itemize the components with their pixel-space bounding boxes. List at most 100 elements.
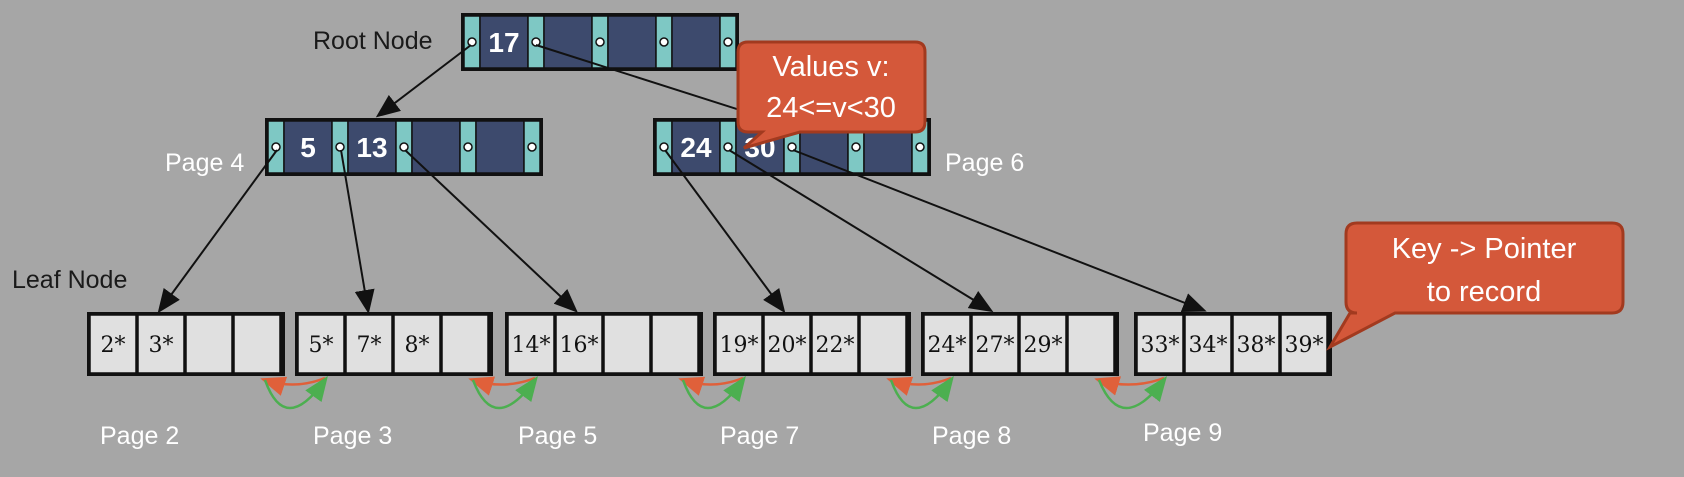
pointer-callout-line2: to record [1427, 276, 1541, 308]
page4-label: Page 4 [165, 149, 244, 177]
pointer-dot [335, 142, 345, 152]
leaf-cell [441, 314, 489, 374]
leaf-cell [603, 314, 651, 374]
values-callout: Values v: 24<=v<30 [736, 40, 927, 150]
leaf-cell [763, 314, 811, 374]
key-text: 17 [488, 27, 519, 58]
leaf-cell [89, 314, 137, 374]
leaf-cell [137, 314, 185, 374]
leaf-key-text: 34* [1189, 333, 1228, 358]
leaf-cell [185, 314, 233, 374]
pointer-dot [915, 142, 925, 152]
pointer-dot [595, 37, 605, 47]
leaf-page-label: Page 5 [518, 422, 597, 450]
leaf-cell [393, 314, 441, 374]
key-slot [283, 120, 333, 174]
leaf-page-label: Page 9 [1143, 419, 1222, 447]
leaf-key-text: 19* [720, 333, 759, 358]
leaf-page-label: Page 3 [313, 422, 392, 450]
key-slot [411, 120, 461, 174]
key-slot [347, 120, 397, 174]
leaf-cell [297, 314, 345, 374]
key-slot [475, 120, 525, 174]
prev-sibling-link [1094, 376, 1165, 396]
leaf-key-text: 38* [1237, 333, 1276, 358]
leaf-cell [555, 314, 603, 374]
leaf-cell [715, 314, 763, 374]
leaf-node: 24* 27* 29* [921, 312, 1119, 376]
pointer-dot [467, 37, 477, 47]
leaf-key-text: 39* [1285, 333, 1324, 358]
leaf-node: 2* 3* [87, 312, 285, 376]
leaf-cell [507, 314, 555, 374]
pointer-dot [659, 37, 669, 47]
page6-label: Page 6 [945, 149, 1024, 177]
leaf-cell [923, 314, 971, 374]
leaf-cell [1280, 314, 1328, 374]
leaf-page-label: Page 8 [932, 422, 1011, 450]
pointer-callout: Key -> Pointer to record [1326, 221, 1625, 351]
leaf-nodes: 2* 3* 5*7*8* 14* 16* 19* 20* 22* 24* 27* 29* 33* 34*… [87, 312, 1332, 376]
values-callout-line2: 24<=v<30 [766, 92, 896, 124]
next-sibling-link [471, 375, 538, 410]
leaf-key-text: 8* [405, 333, 430, 358]
leaf-key-text: 24* [928, 333, 967, 358]
prev-sibling-link [260, 376, 326, 396]
leaf-node: 33* 34* 38* 39* [1134, 312, 1332, 376]
leaf-cell [859, 314, 907, 374]
pointer-dot [527, 142, 537, 152]
arrow-page4-to-page5 [404, 149, 578, 313]
arrow-page6-to-page7 [664, 149, 786, 314]
leaf-key-text: 5* [309, 333, 334, 358]
leaf-node: 14* 16* [505, 312, 703, 376]
pointer-callout-line1: Key -> Pointer [1392, 233, 1577, 265]
leaf-cell [1067, 314, 1115, 374]
leaf-node: 5*7*8* [295, 312, 493, 376]
leaf-cell [971, 314, 1019, 374]
leaf-key-text: 22* [816, 333, 855, 358]
leaf-key-text: 20* [768, 333, 807, 358]
prev-sibling-link [678, 376, 744, 396]
key-text: 24 [680, 132, 712, 163]
leaf-key-text: 2* [101, 333, 126, 358]
tree-pointer-arrows [157, 44, 1207, 314]
leaf-cell [651, 314, 699, 374]
leaf-key-text: 16* [560, 333, 599, 358]
leaf-page-label: Page 7 [720, 422, 799, 450]
pointer-dot [531, 37, 541, 47]
leaf-key-text: 3* [149, 333, 174, 358]
leaf-cell [1184, 314, 1232, 374]
leaf-node-label: Leaf Node [12, 266, 127, 294]
arrow-page4-to-page2 [157, 149, 278, 314]
leaf-key-text: 29* [1024, 333, 1063, 358]
leaf-cell [1019, 314, 1067, 374]
leaf-page-labels: Page 2 Page 3 Page 5 Page 7 Page 8 Page 9 [100, 419, 1222, 450]
leaf-key-text: 33* [1141, 333, 1180, 358]
key-slot [479, 15, 529, 69]
leaf-key-text: 27* [976, 333, 1015, 358]
root-node: 17 [461, 13, 739, 71]
next-sibling-link [263, 375, 328, 410]
pointer-dot [659, 142, 669, 152]
leaf-cell [233, 314, 281, 374]
arrow-root-to-page4 [375, 44, 472, 118]
arrow-page6-to-page8 [728, 149, 994, 313]
leaf-cell [811, 314, 859, 374]
arrow-root-to-page6 [535, 44, 769, 122]
leaf-key-text: 14* [512, 333, 551, 358]
next-sibling-link [681, 375, 746, 410]
key-text: 13 [356, 132, 387, 163]
arrow-page6-to-page9 [792, 149, 1207, 313]
pointer-dot [723, 142, 733, 152]
leaf-cell [1232, 314, 1280, 374]
pointer-dot [463, 142, 473, 152]
leaf-node: 19* 20* 22* [713, 312, 911, 376]
prev-sibling-link [468, 376, 536, 396]
key-slot [671, 15, 721, 69]
pointer-dot [723, 37, 733, 47]
leaf-page-label: Page 2 [100, 422, 179, 450]
leaf-cell [1136, 314, 1184, 374]
next-sibling-link [889, 375, 954, 410]
key-slot [607, 15, 657, 69]
